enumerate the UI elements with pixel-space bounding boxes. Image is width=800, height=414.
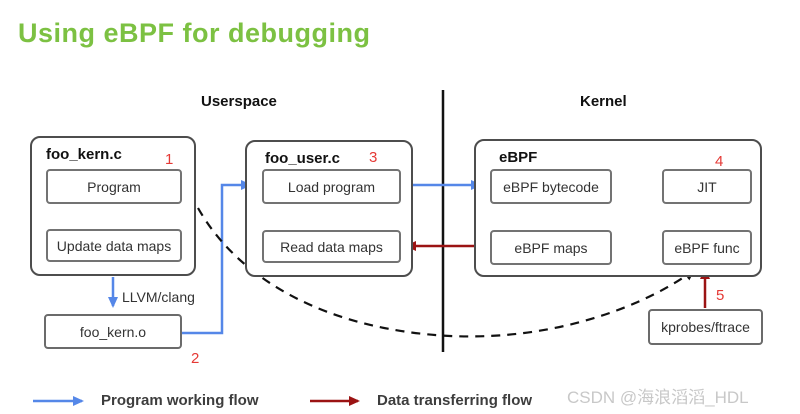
kprobes-ftrace-box: kprobes/ftrace (648, 309, 763, 345)
read-data-maps-box: Read data maps (262, 230, 401, 263)
userspace-header: Userspace (201, 93, 277, 110)
legend-program-flow-label: Program working flow (101, 392, 259, 409)
legend-data-flow-label: Data transferring flow (377, 392, 533, 409)
jit-box: JIT (662, 169, 752, 204)
step-number-5: 5 (716, 287, 725, 304)
update-data-maps-box: Update data maps (46, 229, 182, 262)
foo-kern-c-container: foo_kern.c 1 Program Update data maps (30, 136, 196, 276)
foo-user-c-container: foo_user.c 3 Load program Read data maps (245, 140, 413, 277)
step-number-1: 1 (165, 151, 174, 168)
step-number-2: 2 (191, 350, 200, 367)
step-number-3: 3 (369, 149, 378, 166)
kernel-header: Kernel (580, 93, 627, 110)
ebpf-bytecode-box: eBPF bytecode (490, 169, 612, 204)
page-title: Using eBPF for debugging (18, 18, 371, 48)
ebpf-container: eBPF 4 eBPF bytecode JIT eBPF maps eBPF … (474, 139, 762, 277)
ebpf-maps-box: eBPF maps (490, 230, 612, 265)
llvm-clang-label: LLVM/clang (122, 289, 195, 305)
foo-kern-o-box: foo_kern.o (44, 314, 182, 349)
foo-user-c-title: foo_user.c (265, 150, 341, 167)
load-program-box: Load program (262, 169, 401, 204)
program-box: Program (46, 169, 182, 204)
ebpf-func-box: eBPF func (662, 230, 752, 265)
watermark: CSDN @海浪滔滔_HDL (567, 388, 749, 407)
step-number-4: 4 (715, 153, 724, 170)
foo-kern-c-title: foo_kern.c (46, 146, 122, 163)
ebpf-title: eBPF (499, 149, 538, 166)
